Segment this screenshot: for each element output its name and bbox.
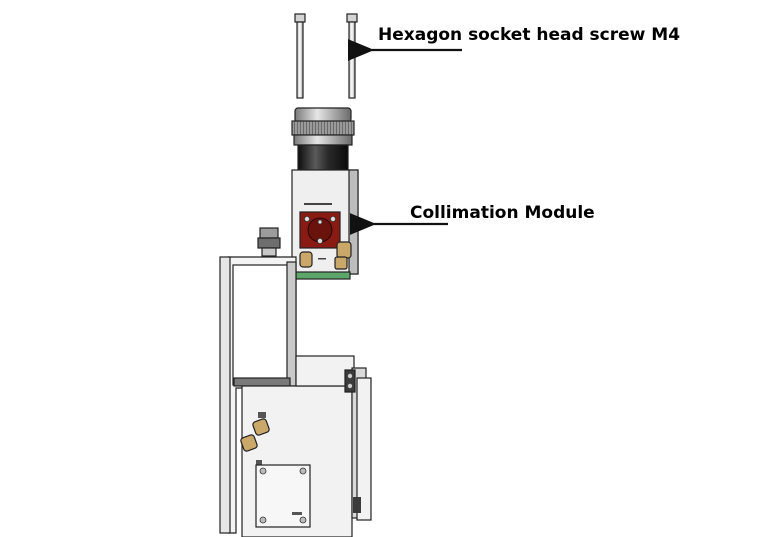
collimation-label: Collimation Module — [410, 203, 595, 223]
screw-label: Hexagon socket head screw M4 — [378, 25, 680, 45]
lower-housing — [219, 256, 372, 537]
m4-screw-left — [294, 13, 306, 99]
fiber-connector — [257, 227, 281, 257]
collimation-callout: Collimation Module — [349, 203, 595, 235]
collimation-module — [291, 169, 359, 280]
m4-screw-right — [346, 13, 358, 99]
lens-barrel — [291, 107, 355, 172]
screw-callout: Hexagon socket head screw M4 — [347, 25, 680, 61]
